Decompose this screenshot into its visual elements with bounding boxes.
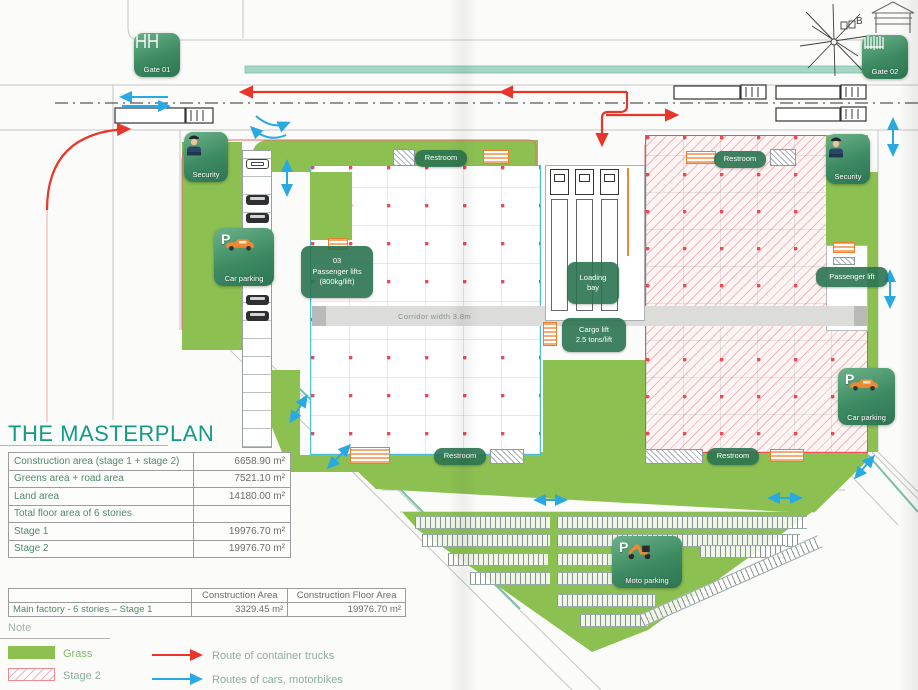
car-icon	[246, 159, 269, 169]
table-row: Main factory - 6 stories – Stage 1 3329.…	[7, 602, 406, 617]
moto-stall-row	[422, 534, 550, 547]
title-underline	[0, 445, 168, 446]
note-underline	[0, 638, 110, 639]
factory-area-table: Construction Area Construction Floor Are…	[7, 588, 406, 617]
restroom-fixture-icon	[686, 151, 716, 164]
compass-north-label: B	[856, 16, 863, 27]
area-summary-table: Construction area (stage 1 + stage 2)665…	[8, 452, 291, 558]
legend-vehicle-route-label: Routes of cars, motorbikes	[212, 674, 343, 686]
car-parking-icon: P	[838, 368, 895, 413]
page-edge-shadow	[898, 0, 918, 690]
table-row: Total floor area of 6 stories	[8, 504, 291, 523]
legend-stage2-label: Stage 2	[63, 670, 101, 682]
moto-stall-row	[415, 516, 550, 529]
grass-notch-left	[310, 172, 352, 240]
legend-truck-route-label: Route of container trucks	[212, 650, 335, 662]
loading-bay-badge: Loading bay	[567, 262, 619, 304]
gate-icon	[134, 33, 180, 65]
cargo-lift-badge: Cargo lift 2.5 tons/lift	[562, 318, 626, 352]
compass-icon	[799, 3, 869, 77]
gate-02-badge: Gate 02	[862, 35, 908, 79]
car-icon	[246, 311, 269, 321]
parked-trucks	[114, 84, 867, 124]
security-post-right-badge: Security	[826, 134, 870, 184]
car-parking-left-badge: P Car parking	[214, 228, 274, 286]
legend-grass-swatch	[8, 646, 55, 659]
legend-vehicle-route-arrow	[152, 673, 203, 685]
planting-bed-icon	[645, 449, 703, 464]
gate-01-badge: Gate 01	[134, 33, 180, 77]
lift-icon	[833, 242, 855, 253]
moto-parking-icon: P	[612, 536, 682, 576]
planting-bed-icon	[770, 149, 796, 166]
car-parking-stalls	[242, 150, 272, 448]
planting-bed-icon	[393, 149, 415, 166]
security-guard-icon	[184, 132, 228, 170]
moto-stall-row	[580, 614, 648, 627]
restroom-bottom-right-badge: Restroom	[707, 448, 759, 465]
car-icon	[246, 295, 269, 305]
cargo-lift-icon	[543, 322, 557, 346]
gate-icon	[862, 35, 908, 67]
moto-stall-row	[448, 553, 548, 566]
lift-lobby-icon	[833, 257, 855, 265]
moto-stall-row	[557, 594, 655, 607]
table-header-row: Construction Area Construction Floor Are…	[7, 588, 406, 603]
security-post-left-badge: Security	[184, 132, 228, 182]
restroom-bottom-left-badge: Restroom	[434, 448, 486, 465]
passenger-lifts-left-badge: 03 Passenger lifts (800kg/lift)	[301, 246, 373, 298]
restroom-fixture-icon	[770, 449, 804, 462]
legend-grass-label: Grass	[63, 648, 93, 660]
legend-stage2-swatch	[8, 668, 55, 681]
car-parking-icon: P	[214, 228, 274, 274]
car-icon	[246, 195, 269, 205]
restroom-fixture-icon	[350, 447, 390, 464]
planting-bed-icon	[490, 449, 524, 464]
page-title: THE MASTERPLAN	[8, 421, 215, 446]
restroom-fixture-icon	[483, 150, 509, 164]
watchtower-icon	[871, 1, 915, 33]
car-icon	[246, 213, 269, 223]
moto-stall-row	[557, 516, 807, 529]
moto-parking-badge: P Moto parking	[612, 536, 682, 588]
car-parking-right-badge: P Car parking	[838, 368, 895, 425]
security-guard-icon	[826, 134, 870, 172]
moto-stall-row	[470, 572, 550, 585]
corridor-label: Corridor width 3.8m	[398, 312, 472, 321]
loading-truck	[550, 169, 569, 317]
passenger-lift-right-badge: Passenger lift	[816, 267, 888, 287]
legend-truck-route-arrow	[152, 649, 203, 661]
restroom-top-left-badge: Restroom	[415, 150, 467, 167]
table-row: Construction area (stage 1 + stage 2)665…	[8, 452, 291, 471]
restroom-top-right-badge: Restroom	[714, 151, 766, 168]
note-heading: Note	[8, 622, 32, 634]
